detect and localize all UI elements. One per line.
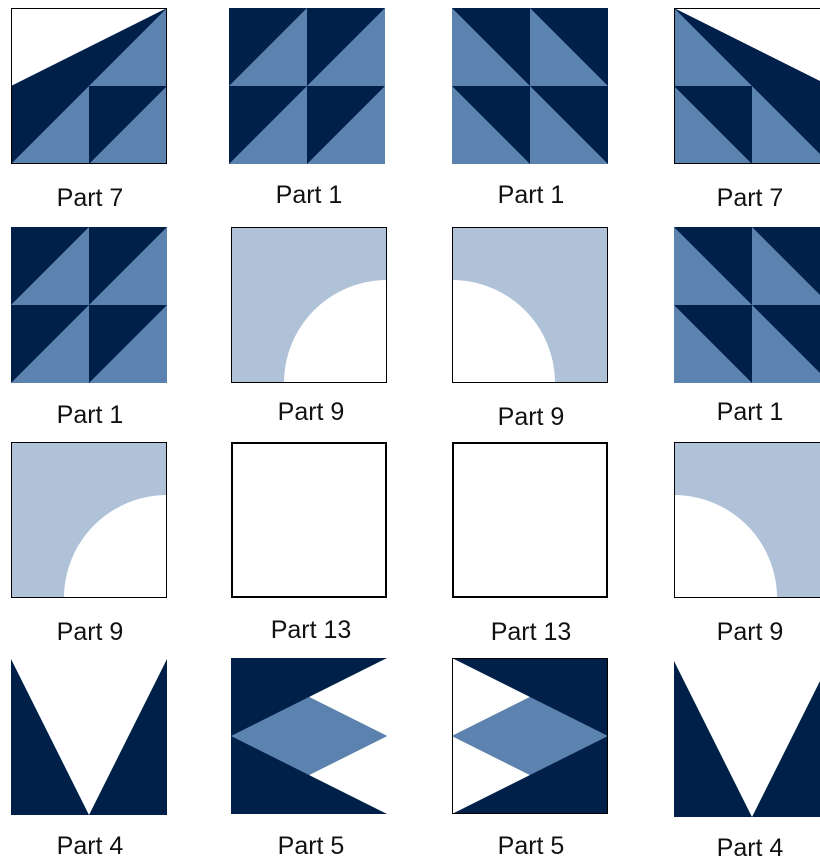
quilt-block-part-4 xyxy=(11,659,167,815)
part-label: Part 1 xyxy=(219,180,399,210)
quilt-block-part-1 xyxy=(674,227,820,383)
quilt-block-part-1 xyxy=(229,8,385,164)
quilt-block-part-7 xyxy=(11,8,167,164)
part-label: Part 9 xyxy=(660,617,820,647)
part-label: Part 13 xyxy=(221,615,401,645)
part-label: Part 1 xyxy=(0,400,180,430)
quilt-block-part-1 xyxy=(11,227,167,383)
part-label: Part 4 xyxy=(660,833,820,863)
quilt-block-part-9 xyxy=(231,227,387,383)
part-label: Part 13 xyxy=(441,617,621,647)
part-label: Part 5 xyxy=(441,831,621,861)
part-label: Part 4 xyxy=(0,831,180,861)
quilt-block-part-1 xyxy=(452,8,608,164)
part-label: Part 7 xyxy=(0,183,180,213)
quilt-block-part-9 xyxy=(11,442,167,598)
part-label: Part 9 xyxy=(441,402,621,432)
quilt-block-part-7 xyxy=(674,8,820,164)
quilt-block-part-9 xyxy=(452,227,608,383)
quilt-block-part-5 xyxy=(452,658,608,814)
quilt-block-part-9 xyxy=(674,442,820,598)
part-label: Part 7 xyxy=(660,183,820,213)
part-label: Part 9 xyxy=(221,397,401,427)
quilt-block-part-13 xyxy=(452,442,608,598)
part-label: Part 9 xyxy=(0,617,180,647)
part-label: Part 1 xyxy=(441,180,621,210)
quilt-block-part-4 xyxy=(674,661,820,817)
quilt-block-part-5 xyxy=(231,658,387,814)
part-label: Part 1 xyxy=(660,397,820,427)
quilt-block-part-13 xyxy=(231,442,387,598)
part-label: Part 5 xyxy=(221,831,401,861)
